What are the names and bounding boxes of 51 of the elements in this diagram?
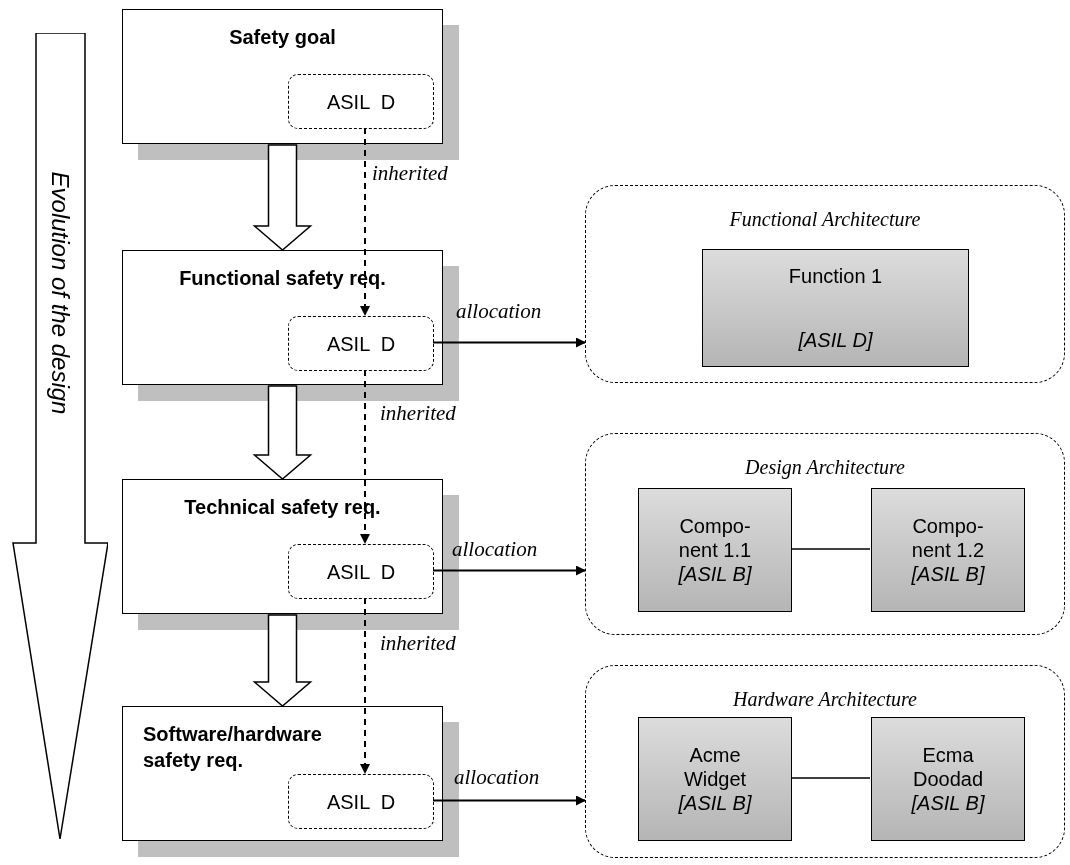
direction-label: Evolution of the design xyxy=(46,171,75,415)
asil-rating: [ASIL B] xyxy=(911,562,985,586)
asil-label: ASIL D xyxy=(326,789,396,815)
direction-arrow xyxy=(12,33,108,841)
asil-box xyxy=(288,774,434,829)
block-arrow xyxy=(252,614,313,707)
asil-label: ASIL D xyxy=(326,89,396,115)
architecture-title: Design Architecture xyxy=(744,455,906,481)
requirement-title: Software/hardware safety req. xyxy=(143,722,323,773)
connector-line xyxy=(790,548,871,550)
block-arrow xyxy=(252,385,313,480)
edge-label: allocation xyxy=(452,536,538,563)
dashed-arrow xyxy=(360,369,370,544)
edge-label: allocation xyxy=(456,298,542,325)
architecture-group xyxy=(585,185,1065,383)
arrow xyxy=(432,565,586,576)
asil-rating: [ASIL B] xyxy=(911,791,985,815)
element-name: Acme Widget xyxy=(682,743,748,791)
edge-label: inherited xyxy=(380,400,456,427)
asil-rating: [ASIL D] xyxy=(798,328,873,352)
dashed-arrow xyxy=(360,597,370,774)
asil-box xyxy=(288,544,434,599)
asil-label: ASIL D xyxy=(326,559,396,585)
architecture-group xyxy=(585,665,1065,858)
block-arrow xyxy=(252,144,313,251)
edge-label: allocation xyxy=(454,764,540,791)
asil-box xyxy=(288,74,434,129)
component-box xyxy=(871,488,1025,612)
requirement-title: Technical safety req. xyxy=(183,495,382,520)
arrow xyxy=(432,795,586,806)
architecture-title: Functional Architecture xyxy=(728,207,922,232)
edge-label: inherited xyxy=(380,630,456,657)
architecture-group xyxy=(585,433,1065,635)
connector-line xyxy=(790,777,871,779)
edge-label: inherited xyxy=(372,160,448,187)
function-box xyxy=(702,249,969,367)
element-name: Compo- nent 1.2 xyxy=(910,514,986,562)
dashed-arrow xyxy=(360,127,370,316)
element-name: Function 1 xyxy=(788,264,883,288)
element-name: Compo- nent 1.1 xyxy=(677,514,753,562)
asil-label: ASIL D xyxy=(326,331,396,357)
requirement-title: Safety goal xyxy=(228,25,337,50)
asil-rating: [ASIL B] xyxy=(678,791,752,815)
element-name: Ecma Doodad xyxy=(911,743,985,791)
component-box xyxy=(871,717,1025,841)
architecture-title: Hardware Architecture xyxy=(732,687,918,712)
asil-box xyxy=(288,316,434,371)
arrow xyxy=(432,337,586,348)
asil-rating: [ASIL B] xyxy=(678,562,752,586)
component-box xyxy=(638,717,792,841)
component-box xyxy=(638,488,792,612)
